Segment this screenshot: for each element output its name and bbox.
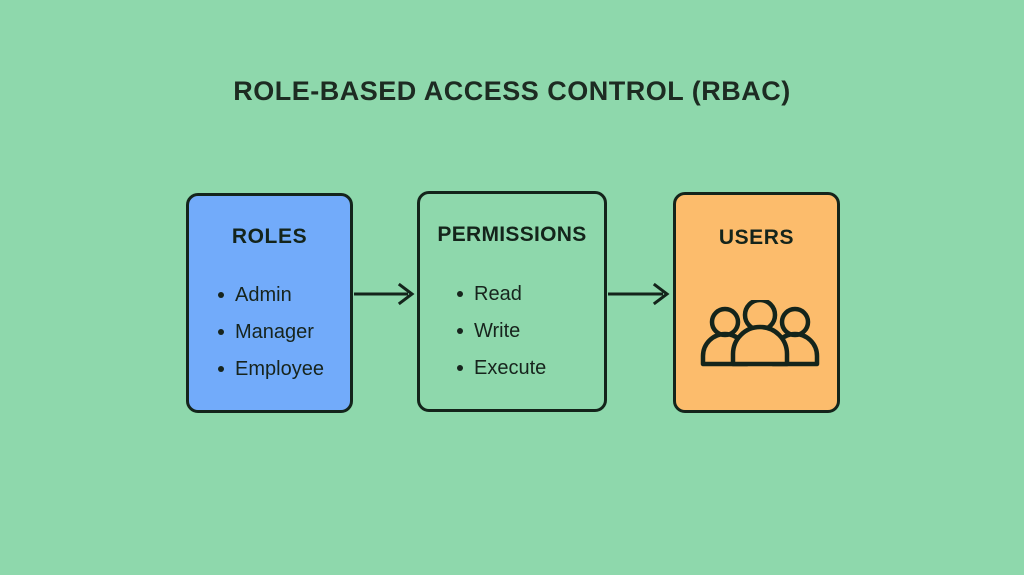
node-permissions[interactable]: PERMISSIONS Read Write Execute: [417, 191, 607, 412]
bullet-icon: [218, 292, 224, 298]
arrow-right-icon: [608, 282, 670, 306]
list-item-label: Write: [474, 320, 521, 342]
node-permissions-title: PERMISSIONS: [437, 223, 587, 246]
list-item-label: Manager: [235, 321, 314, 343]
node-roles[interactable]: ROLES Admin Manager Employee: [186, 193, 353, 413]
arrow-right-icon: [354, 282, 415, 306]
bullet-icon: [218, 366, 224, 372]
list-item: Admin: [218, 282, 324, 319]
list-item: Write: [457, 318, 546, 355]
node-roles-title: ROLES: [231, 225, 308, 248]
bullet-icon: [218, 329, 224, 335]
list-item: Employee: [218, 356, 324, 393]
list-item-label: Execute: [474, 357, 547, 379]
bullet-icon: [457, 365, 463, 371]
list-item-label: Employee: [235, 358, 324, 380]
node-permissions-list: Read Write Execute: [457, 281, 546, 392]
list-item-label: Read: [474, 283, 522, 305]
bullet-icon: [457, 328, 463, 334]
list-item: Execute: [457, 355, 546, 392]
list-item: Manager: [218, 319, 324, 356]
node-users-title: USERS: [718, 226, 795, 249]
bullet-icon: [457, 291, 463, 297]
users-group-icon: [700, 300, 820, 367]
list-item: Read: [457, 281, 546, 318]
page-title: ROLE-BASED ACCESS CONTROL (RBAC): [233, 76, 791, 106]
list-item-label: Admin: [235, 284, 292, 306]
node-roles-list: Admin Manager Employee: [218, 282, 324, 393]
node-users[interactable]: USERS: [673, 192, 840, 413]
